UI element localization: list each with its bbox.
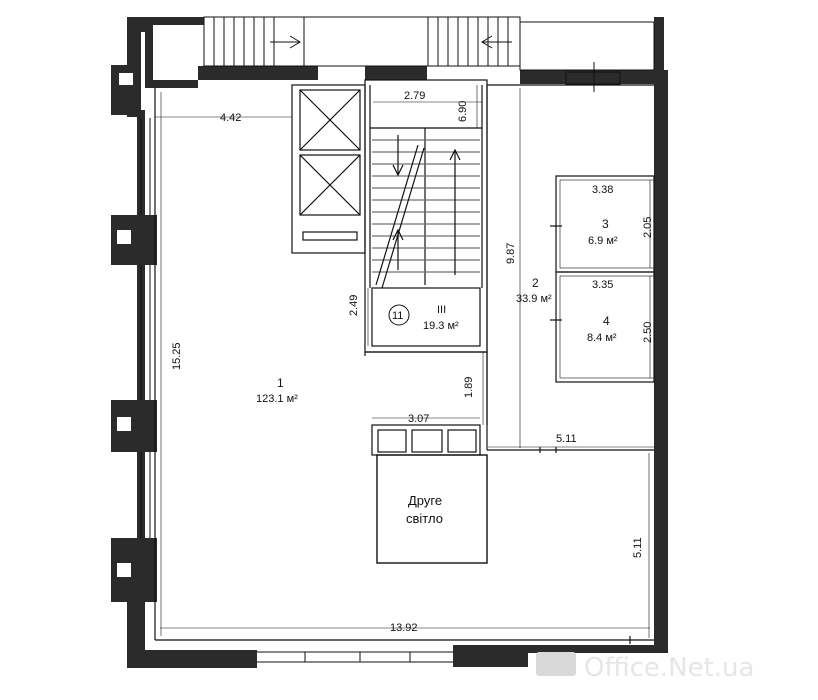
room-labels: 1 123.1 м² 2 33.9 м² 3 6.9 м² 4 8.4 м² 1… <box>256 217 618 526</box>
dim-total-width: 13.92 <box>390 622 418 634</box>
room-iii-number: III <box>437 304 446 316</box>
watermark-text: Office.Net.ua <box>584 653 754 683</box>
dim-shaft-width: 3.07 <box>408 413 429 425</box>
room-2-number: 2 <box>532 276 539 290</box>
room-1-number: 1 <box>277 376 284 390</box>
room-iii-area: 19.3 м² <box>423 320 459 332</box>
dim-room3-height: 2.05 <box>642 217 654 238</box>
dimension-labels: 4.42 2.79 6.90 3.38 2.05 9.87 3.35 2.50 … <box>171 90 654 634</box>
interior-walls <box>154 79 655 644</box>
dim-room3-width: 3.38 <box>592 184 613 196</box>
void-label-line2: світло <box>406 511 443 526</box>
dim-stair-length: 6.90 <box>457 101 469 122</box>
room-1-area: 123.1 м² <box>256 393 298 405</box>
watermark: Office.Net.ua <box>536 652 754 683</box>
dim-room1-height: 15.25 <box>171 342 183 370</box>
exterior-stairs <box>203 16 655 92</box>
watermark-logo-icon <box>536 652 576 676</box>
dim-room4-width: 3.35 <box>592 279 613 291</box>
room-marker-number: 11 <box>392 310 403 322</box>
dim-width-room1-top: 4.42 <box>220 112 241 124</box>
dimension-lines <box>155 85 654 638</box>
room-2-area: 33.9 м² <box>516 293 552 305</box>
dim-stair-width: 2.79 <box>404 90 425 102</box>
windows <box>140 71 621 663</box>
outer-walls <box>111 17 668 668</box>
dim-void-height: 5.11 <box>632 537 644 558</box>
room-4-area: 8.4 м² <box>587 332 617 344</box>
dim-room4-height: 2.50 <box>642 322 654 343</box>
dim-corridor-height: 1.89 <box>463 377 475 398</box>
room-3-area: 6.9 м² <box>588 235 618 247</box>
dim-lobby-height: 2.49 <box>348 295 360 316</box>
room-4-number: 4 <box>603 314 610 328</box>
dim-room2-height: 9.87 <box>505 243 517 264</box>
room-marker-circle <box>388 304 410 326</box>
void-label-line1: Друге <box>408 493 442 508</box>
dim-void-width: 5.11 <box>556 433 577 445</box>
room-3-number: 3 <box>602 217 609 231</box>
